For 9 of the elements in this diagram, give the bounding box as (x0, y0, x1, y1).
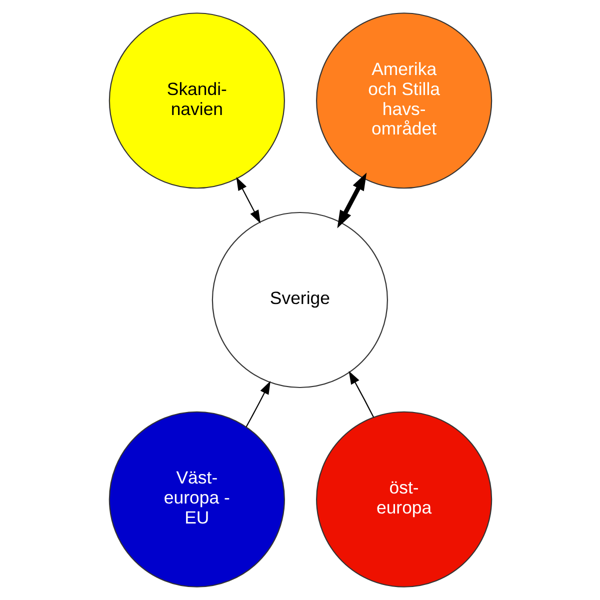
node-circle: Amerika och Stilla havs- området (316, 12, 492, 189)
node-circle: Sverige (211, 212, 388, 388)
arrow (348, 370, 374, 418)
arrow (236, 177, 260, 224)
node-circle: öst- europa (316, 411, 492, 588)
arrow (245, 380, 270, 428)
arrow (336, 172, 366, 228)
node-circle: Väst- europa - EU (108, 411, 284, 588)
node-circle: Skandi- navien (108, 12, 284, 189)
